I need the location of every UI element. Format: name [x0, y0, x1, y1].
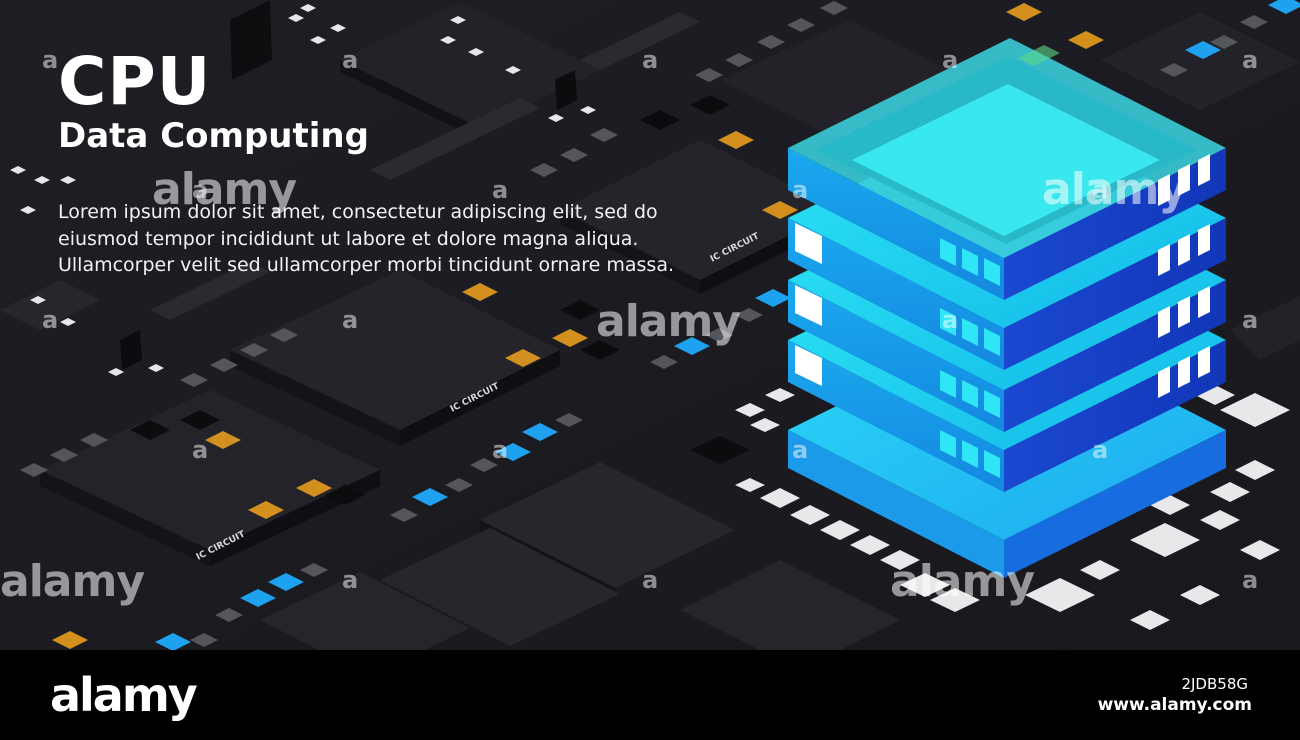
headline: CPU Data Computing	[58, 43, 369, 157]
watermark-mark: a	[342, 566, 359, 594]
watermark-mark: a	[1242, 46, 1259, 74]
cpu-stack	[788, 38, 1226, 578]
body-text: Lorem ipsum dolor sit amet, consectetur …	[58, 201, 674, 276]
watermark-mark: a	[792, 436, 809, 464]
watermark-mark: a	[942, 46, 959, 74]
watermark: alamy	[596, 296, 741, 347]
watermark-mark: a	[642, 566, 659, 594]
watermark-mark: a	[492, 176, 509, 204]
watermark-mark: a	[1092, 176, 1109, 204]
watermark-mark: a	[792, 176, 809, 204]
watermark-mark: a	[42, 306, 59, 334]
watermark-mark: a	[492, 436, 509, 464]
watermark-mark: a	[42, 46, 59, 74]
site-url: www.alamy.com	[1097, 695, 1252, 715]
watermark-mark: a	[942, 306, 959, 334]
watermark-mark: a	[192, 176, 209, 204]
page-title: CPU	[58, 43, 212, 120]
image-id: 2JDB58G	[1181, 675, 1248, 693]
watermark: alamy	[890, 556, 1035, 607]
circuit-board-illustration: IC CIRCUIT IC CIRCUIT IC CIRCUIT	[0, 0, 1300, 650]
watermark-mark: a	[1242, 566, 1259, 594]
trace-pads	[735, 385, 1290, 630]
smd-components	[10, 0, 1300, 650]
watermark-mark: a	[1092, 436, 1109, 464]
watermark-mark: a	[192, 436, 209, 464]
watermark-mark: a	[642, 46, 659, 74]
stack-layer-top	[788, 38, 1226, 300]
watermark: alamy	[1042, 164, 1187, 215]
footer-bar: alamy 2JDB58G www.alamy.com	[0, 650, 1300, 740]
alamy-logo: alamy	[50, 668, 198, 722]
watermark-mark: a	[1242, 306, 1259, 334]
page-subtitle: Data Computing	[58, 116, 369, 156]
watermark-mark: a	[342, 306, 359, 334]
watermark: alamy	[152, 164, 297, 215]
watermark-mark: a	[342, 46, 359, 74]
watermark: alamy	[0, 556, 145, 607]
chip-blocks	[0, 0, 1300, 650]
